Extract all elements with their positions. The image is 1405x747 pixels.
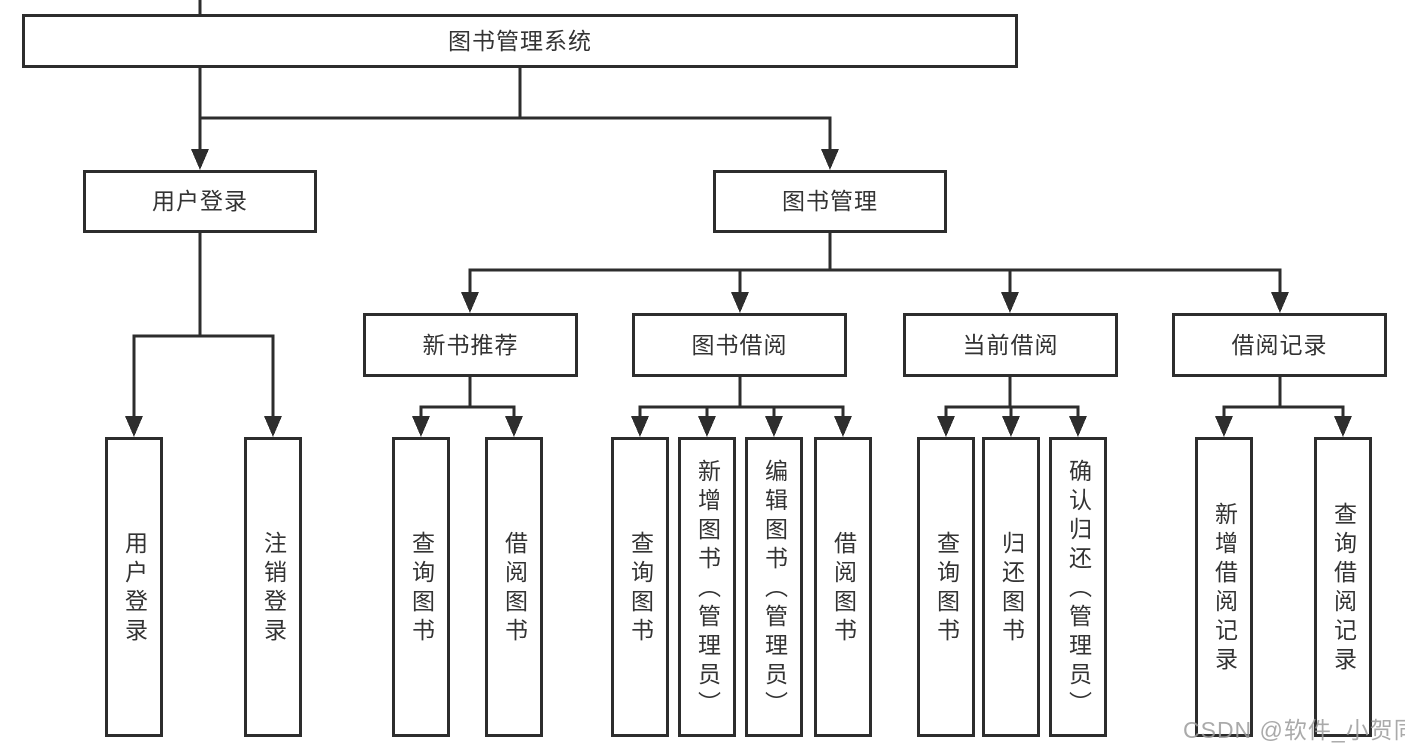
leaf-edit-book-admin: 编辑图书（管理员）	[745, 437, 803, 737]
leaf-return-books: 归还图书	[982, 437, 1040, 737]
node-book-management: 图书管理	[713, 170, 947, 233]
node-book-borrowing: 图书借阅	[632, 313, 847, 377]
leaf-confirm-return-admin: 确认归还（管理员）	[1049, 437, 1107, 737]
arrowheads	[125, 149, 1352, 437]
node-user-login: 用户登录	[83, 170, 317, 233]
connector-trunks	[132, 0, 1345, 418]
leaf-query-books-current: 查询图书	[917, 437, 975, 737]
leaf-borrow-books-borrowing: 借阅图书	[814, 437, 872, 737]
leaf-add-borrow-record: 新增借阅记录	[1195, 437, 1253, 737]
leaf-query-borrow-record: 查询借阅记录	[1314, 437, 1372, 737]
leaf-logout-login: 注销登录	[244, 437, 302, 737]
leaf-user-login: 用户登录	[105, 437, 163, 737]
leaf-borrow-books-recommend: 借阅图书	[485, 437, 543, 737]
node-root: 图书管理系统	[22, 14, 1018, 68]
csdn-watermark: CSDN @软件_小贺同学	[1183, 717, 1405, 743]
node-new-book-recommend: 新书推荐	[363, 313, 578, 377]
node-current-borrowing: 当前借阅	[903, 313, 1118, 377]
leaf-add-book-admin: 新增图书（管理员）	[678, 437, 736, 737]
node-borrowing-records: 借阅记录	[1172, 313, 1387, 377]
leaf-query-books-recommend: 查询图书	[392, 437, 450, 737]
leaf-query-books-borrowing: 查询图书	[611, 437, 669, 737]
